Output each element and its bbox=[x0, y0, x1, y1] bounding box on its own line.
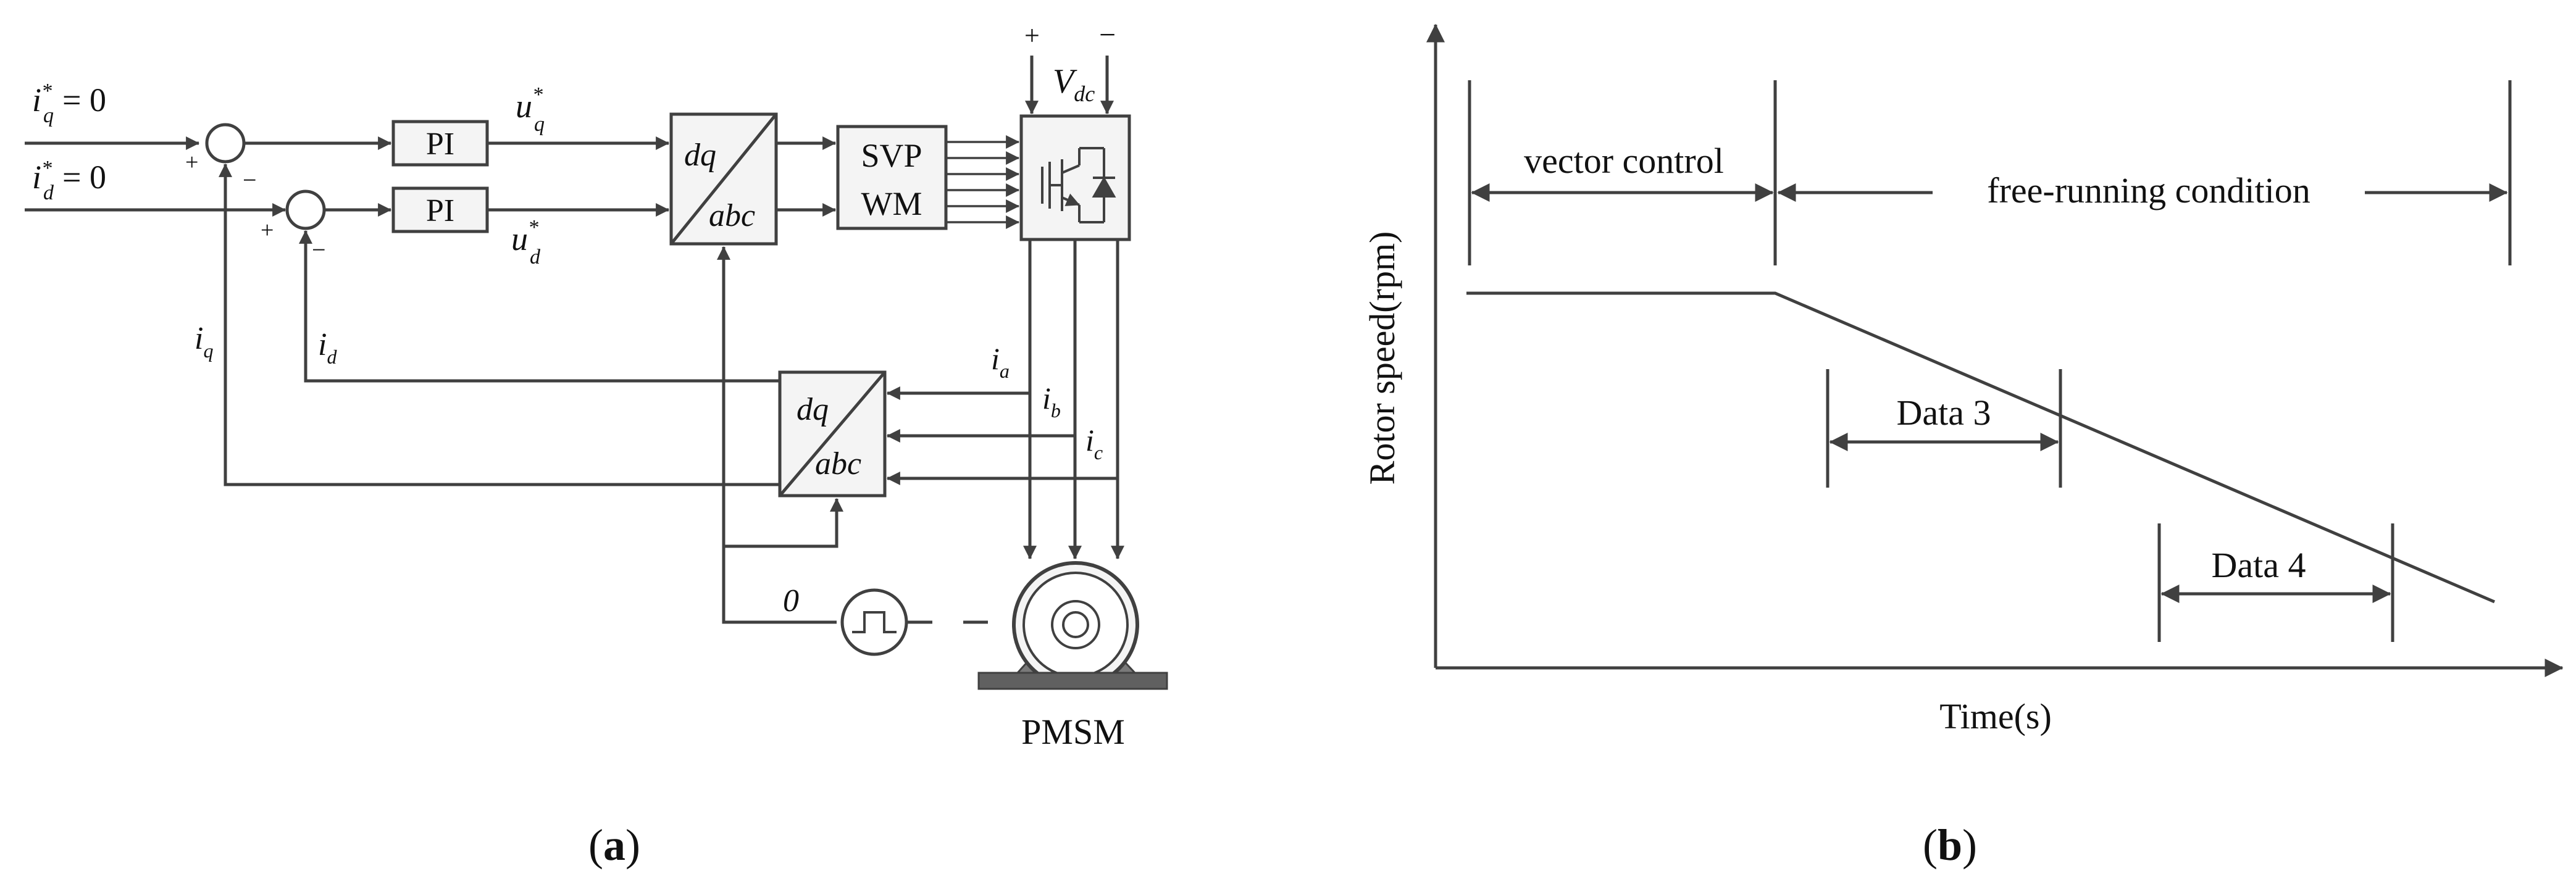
angle-to-park-line bbox=[724, 498, 843, 548]
iq-feedback-label: iq bbox=[194, 321, 213, 362]
vdc-plus-sign: + bbox=[1024, 20, 1040, 51]
encoder-icon bbox=[840, 588, 908, 656]
iq-summing-junction bbox=[205, 123, 246, 164]
ia-label: ia bbox=[991, 341, 1010, 382]
ib-label: ib bbox=[1042, 381, 1061, 422]
free-running-label: free-running condition bbox=[1987, 170, 2310, 210]
park-transform-diagonal bbox=[779, 371, 886, 497]
pmsm-label: PMSM bbox=[1021, 712, 1125, 752]
iq-feedback-line bbox=[219, 163, 780, 486]
rotor-speed-timeline: Rotor speed(rpm) Time(s) vector control … bbox=[1362, 23, 2564, 870]
panel-a-caption: (a) bbox=[588, 820, 640, 870]
sum1-plus-sign: + bbox=[185, 149, 198, 175]
angle-feedback-line bbox=[717, 246, 837, 624]
pulse-waveform-icon bbox=[852, 611, 897, 633]
y-axis-label: Rotor speed(rpm) bbox=[1362, 231, 1402, 485]
vector-control-label: vector control bbox=[1524, 141, 1724, 181]
ud-label: u*d bbox=[511, 216, 541, 269]
free-running-label-bg bbox=[1933, 173, 2365, 212]
inverse-transform-dq-label: dq bbox=[684, 138, 716, 173]
id-summing-junction bbox=[285, 189, 326, 230]
pmsm-motor-icon bbox=[977, 561, 1168, 690]
svpwm-label-line1: SVP bbox=[861, 137, 922, 174]
theta-label: 0 bbox=[783, 583, 799, 618]
iq-reference-label: i*q= 0 bbox=[32, 80, 106, 127]
vdc-minus-sign: − bbox=[1099, 19, 1116, 51]
park-transform-dq-label: dq bbox=[797, 392, 829, 427]
pi-controller-q bbox=[391, 120, 489, 167]
igbt-symbol-icon bbox=[1041, 147, 1116, 223]
panel-b-caption: (b) bbox=[1923, 820, 1977, 870]
inverse-transform-abc-label: abc bbox=[709, 198, 755, 233]
pi-d-label: PI bbox=[426, 193, 454, 228]
vector-control-label-bg bbox=[1500, 139, 1747, 182]
sum1-minus-sign: − bbox=[243, 166, 257, 194]
x-axis-label: Time(s) bbox=[1939, 696, 2052, 736]
inverse-transform-diagonal bbox=[670, 113, 777, 245]
sum2-plus-sign: + bbox=[261, 217, 274, 243]
uq-label: u*q bbox=[516, 83, 545, 136]
svpwm-block bbox=[836, 125, 948, 230]
id-feedback-label: id bbox=[318, 327, 337, 368]
data4-label: Data 4 bbox=[2212, 545, 2306, 585]
gate-signal-lines bbox=[946, 135, 1020, 229]
data3-label: Data 3 bbox=[1897, 393, 1991, 433]
rotor-speed-curve bbox=[1466, 291, 2495, 604]
pi-controller-d bbox=[391, 186, 489, 233]
sum2-minus-sign: − bbox=[312, 236, 326, 264]
svpwm-label-line2: WM bbox=[861, 185, 922, 222]
ic-label: ic bbox=[1085, 423, 1103, 464]
vdc-label: Vdc bbox=[1053, 62, 1095, 106]
control-block-diagram: i*q= 0 i*d= 0 + − + − PI PI u*q u*d dq a… bbox=[25, 19, 1168, 870]
park-transform-abc-label: abc bbox=[815, 446, 861, 481]
pi-q-label: PI bbox=[426, 127, 454, 162]
id-feedback-line bbox=[299, 230, 780, 383]
id-reference-label: i*d= 0 bbox=[32, 157, 106, 204]
